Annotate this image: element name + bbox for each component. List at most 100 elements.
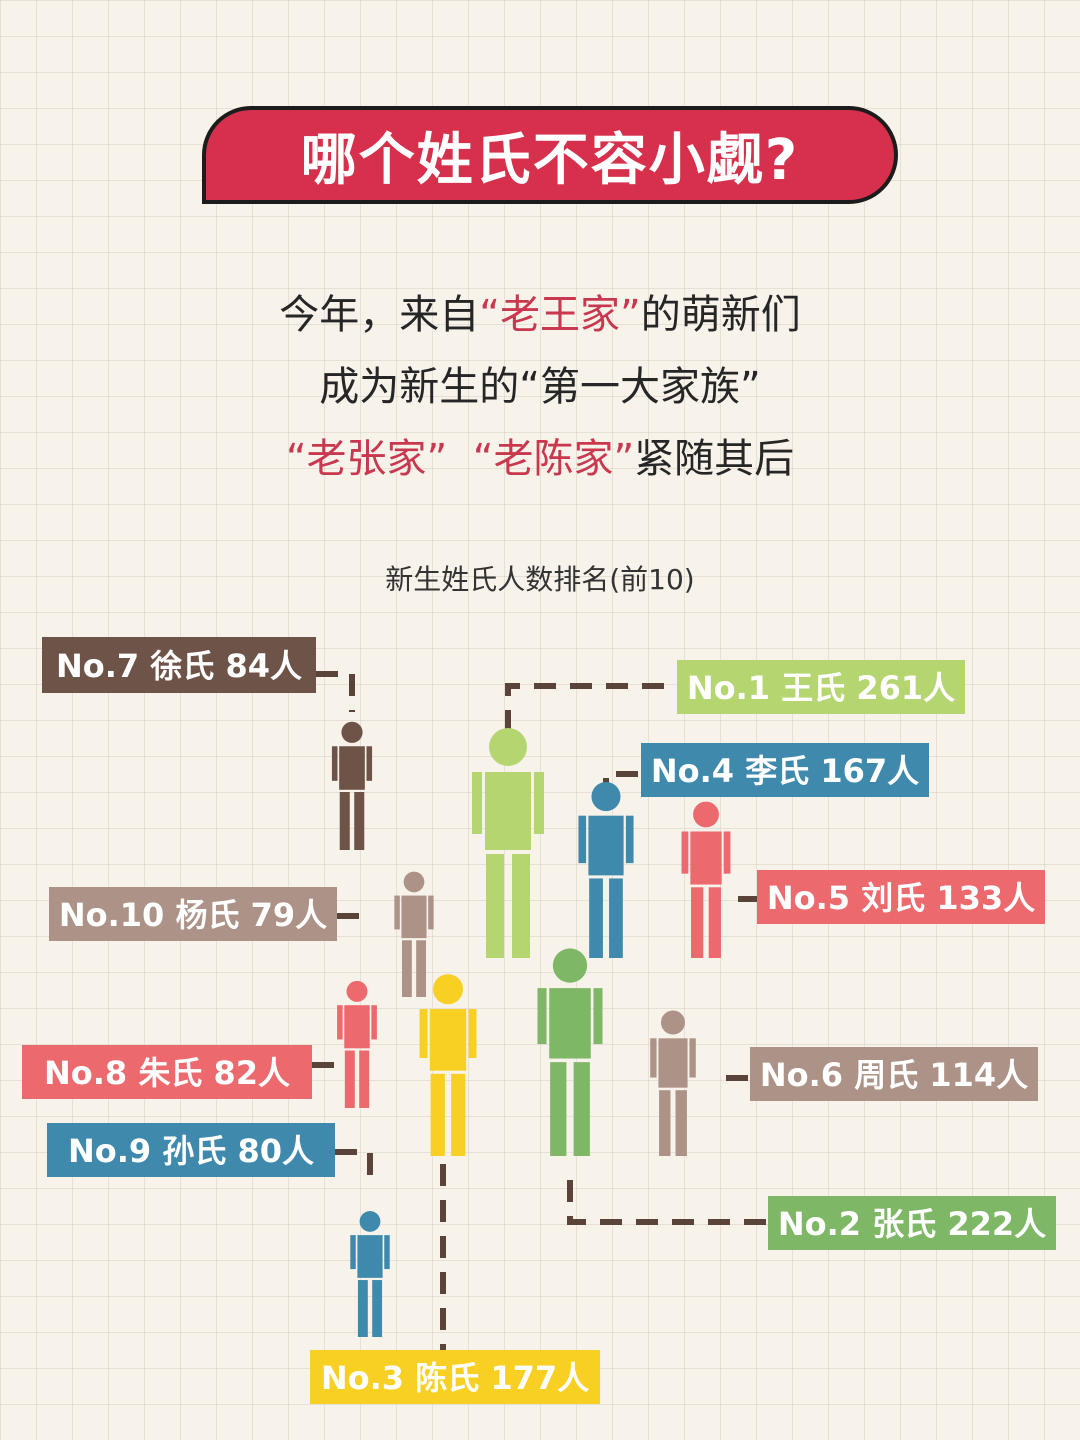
person-leg-left-9 bbox=[357, 1280, 368, 1337]
intro-line1-a: 今年，来自 bbox=[279, 292, 480, 338]
person-leg-left-2 bbox=[550, 1062, 567, 1156]
person-figure-8 bbox=[337, 980, 377, 1108]
intro-highlight-zhang: “老张家” bbox=[285, 436, 448, 482]
person-arm-left-4 bbox=[578, 815, 587, 864]
rank-label-box-9 bbox=[47, 1123, 335, 1177]
person-arm-right-6 bbox=[689, 1038, 696, 1078]
person-arm-right-4 bbox=[625, 815, 634, 864]
person-figure-1 bbox=[472, 728, 544, 958]
person-leg-left-1 bbox=[486, 854, 504, 958]
person-leg-left-5 bbox=[691, 887, 704, 958]
rank-label-box-10 bbox=[49, 887, 337, 941]
rank-label-3: No.3 陈氏 177人 bbox=[321, 1359, 589, 1397]
person-arm-left-7 bbox=[331, 746, 338, 781]
person-arm-right-5 bbox=[723, 831, 731, 874]
chart-title: 新生姓氏人数排名(前10) bbox=[385, 563, 695, 596]
person-torso-4 bbox=[588, 815, 624, 876]
rank-label-box-5 bbox=[757, 870, 1045, 924]
person-leg-left-10 bbox=[402, 940, 412, 997]
person-arm-right-1 bbox=[534, 772, 544, 834]
intro-highlight-wang: “老王家” bbox=[479, 292, 641, 338]
person-arm-left-9 bbox=[350, 1235, 356, 1270]
person-arm-left-5 bbox=[681, 831, 689, 874]
person-figure-6 bbox=[650, 1010, 696, 1156]
person-leg-left-7 bbox=[339, 791, 350, 850]
person-figure-2 bbox=[537, 948, 603, 1156]
person-arm-right-7 bbox=[366, 746, 373, 781]
person-torso-3 bbox=[429, 1009, 467, 1071]
rank-label-box-1 bbox=[677, 660, 965, 714]
person-leg-right-3 bbox=[451, 1073, 466, 1156]
person-leg-right-4 bbox=[609, 878, 623, 958]
person-head-7 bbox=[341, 721, 363, 743]
person-torso-1 bbox=[485, 772, 531, 850]
rank-label-4: No.4 李氏 167人 bbox=[651, 752, 919, 790]
person-arm-left-6 bbox=[650, 1038, 657, 1078]
person-head-6 bbox=[660, 1010, 686, 1035]
rank-label-10: No.10 杨氏 79人 bbox=[59, 896, 327, 934]
title-banner: 哪个姓氏不容小觑? bbox=[202, 106, 898, 204]
person-leg-left-8 bbox=[344, 1050, 355, 1108]
person-head-8 bbox=[346, 980, 368, 1002]
person-torso-2 bbox=[549, 988, 591, 1059]
person-leg-left-6 bbox=[659, 1090, 671, 1156]
person-leg-right-6 bbox=[675, 1090, 687, 1156]
person-leg-right-1 bbox=[512, 854, 530, 958]
connector-line-9 bbox=[335, 1149, 373, 1184]
person-leg-right-5 bbox=[708, 887, 721, 958]
person-head-10 bbox=[403, 871, 425, 893]
intro-line2: 成为新生的“第一大家族” bbox=[319, 364, 761, 410]
rank-label-box-4 bbox=[641, 743, 929, 797]
person-figure-4 bbox=[578, 782, 634, 958]
connector-line-2 bbox=[567, 1180, 768, 1225]
person-torso-8 bbox=[344, 1005, 370, 1049]
person-leg-left-3 bbox=[430, 1073, 445, 1156]
rank-label-8: No.8 朱氏 82人 bbox=[44, 1054, 290, 1092]
person-arm-right-10 bbox=[428, 895, 434, 930]
rank-label-box-2 bbox=[768, 1196, 1056, 1250]
rank-label-7: No.7 徐氏 84人 bbox=[56, 647, 302, 685]
person-arm-right-2 bbox=[593, 988, 603, 1045]
person-head-3 bbox=[432, 974, 464, 1005]
intro-line3-b: 紧随其后 bbox=[634, 436, 795, 482]
person-arm-left-3 bbox=[419, 1009, 428, 1059]
person-arm-left-2 bbox=[537, 988, 547, 1045]
person-leg-right-2 bbox=[573, 1062, 590, 1156]
connector-line-7 bbox=[316, 671, 355, 712]
person-leg-left-4 bbox=[589, 878, 603, 958]
person-arm-right-8 bbox=[371, 1005, 377, 1040]
person-torso-10 bbox=[401, 895, 427, 939]
person-arm-right-3 bbox=[468, 1009, 477, 1059]
intro-line-1: 今年，来自“老王家”的萌新们 bbox=[0, 282, 1080, 340]
person-torso-7 bbox=[339, 746, 365, 790]
person-head-4 bbox=[591, 782, 621, 812]
person-arm-left-1 bbox=[472, 772, 482, 834]
person-figure-5 bbox=[681, 801, 731, 958]
rank-label-6: No.6 周氏 114人 bbox=[760, 1056, 1028, 1094]
person-torso-9 bbox=[357, 1235, 383, 1278]
person-head-1 bbox=[489, 728, 527, 766]
person-arm-right-9 bbox=[384, 1235, 390, 1270]
person-torso-6 bbox=[658, 1038, 688, 1088]
intro-line-2: 成为新生的“第一大家族” bbox=[0, 354, 1080, 412]
person-leg-right-10 bbox=[416, 940, 426, 997]
person-head-2 bbox=[552, 948, 588, 983]
rank-label-box-3 bbox=[310, 1350, 600, 1404]
rank-label-box-6 bbox=[750, 1047, 1038, 1101]
rank-label-box-7 bbox=[42, 637, 316, 693]
rank-label-5: No.5 刘氏 133人 bbox=[767, 879, 1035, 917]
person-head-9 bbox=[359, 1211, 381, 1232]
person-figure-10 bbox=[394, 871, 434, 997]
intro-highlight-chen: “老陈家” bbox=[472, 436, 635, 482]
person-arm-left-8 bbox=[337, 1005, 343, 1040]
page-title: 哪个姓氏不容小觑? bbox=[300, 127, 800, 193]
intro-line-3: “老张家” “老陈家”紧随其后 bbox=[0, 426, 1080, 484]
person-head-5 bbox=[693, 801, 719, 828]
person-leg-right-9 bbox=[372, 1280, 383, 1337]
connector-line-1 bbox=[505, 683, 677, 732]
rank-label-box-8 bbox=[22, 1045, 312, 1099]
rank-label-2: No.2 张氏 222人 bbox=[778, 1205, 1046, 1243]
person-arm-left-10 bbox=[394, 895, 400, 930]
intro-line1-b: 的萌新们 bbox=[640, 292, 801, 338]
